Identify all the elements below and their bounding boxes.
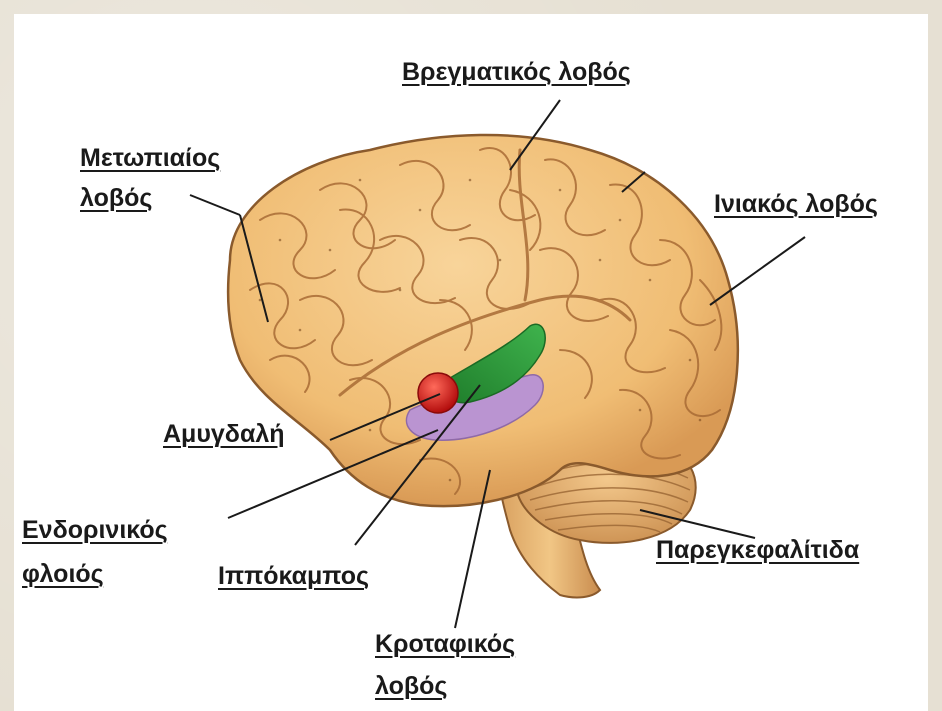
leader-frontal: [190, 195, 240, 215]
label-hippocampus: Ιππόκαμπος: [218, 558, 369, 594]
label-frontal-lobe-line2: λοβός: [80, 180, 152, 216]
label-cerebellum: Παρεγκεφαλίτιδα: [656, 532, 859, 568]
label-temporal-lobe-line2: λοβός: [375, 668, 447, 704]
label-temporal-lobe-line1: Κροταφικός: [375, 626, 515, 662]
label-entorhinal-line2: φλοιός: [22, 556, 104, 592]
label-frontal-lobe-line1: Μετωπιαίος: [80, 140, 220, 176]
label-amygdala: Αμυγδαλή: [163, 416, 285, 452]
label-occipital-lobe: Ινιακός λοβός: [714, 186, 878, 222]
amygdala: [418, 373, 458, 413]
cerebrum: [228, 135, 738, 506]
label-parietal-lobe: Βρεγματικός λοβός: [402, 54, 631, 90]
label-entorhinal-line1: Ενδορινικός: [22, 512, 168, 548]
